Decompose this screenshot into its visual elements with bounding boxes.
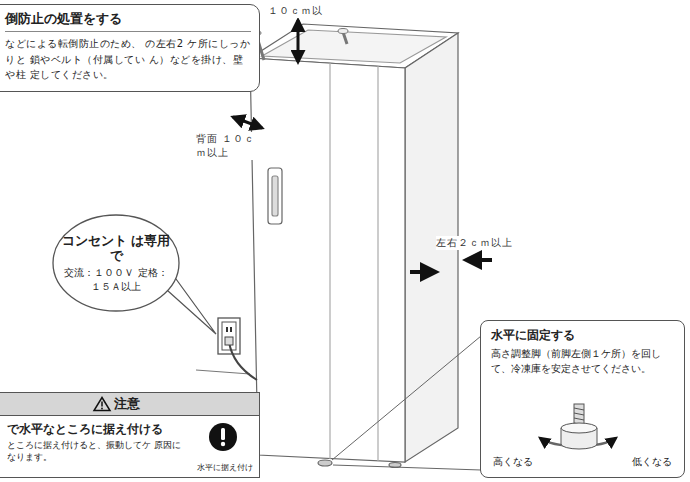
level-heading: 水平に固定する <box>491 327 674 344</box>
level-box: 水平に固定する高さ調整脚（前脚左側１ケ所）を回して、冷凍庫を安定させてください。… <box>480 320 685 478</box>
warning-heading: で水平なところに据え付ける <box>7 422 189 437</box>
adjuster-detail <box>540 404 616 449</box>
leader-line <box>332 336 481 460</box>
warning-box: 注意で水平なところに据え付けるところに据え付けると、振動してケ 原因になります。… <box>0 392 260 478</box>
warning-triangle <box>94 398 110 411</box>
door-seam <box>329 63 330 459</box>
top-clearance-arrow <box>297 20 300 62</box>
warning-body: ところに据え付けると、振動してケ 原因になります。 <box>7 439 189 463</box>
back-clearance-arrow <box>233 117 262 128</box>
mandatory-icon <box>209 423 237 451</box>
wall-line <box>196 370 250 374</box>
bubble-outline <box>52 214 180 312</box>
socket-slot <box>230 327 232 332</box>
icon-caption: 水平に据え付け <box>197 463 253 473</box>
dimension-label: 左右２ｃｍ以上 <box>436 236 526 250</box>
warning-title: 注意 <box>0 393 259 416</box>
caution-callout: 倒防止の処置をするなどによる転倒防止のため、 の左右2 ケ所にしっかりと 鎖やベ… <box>0 4 260 92</box>
exclamation-dot <box>221 442 225 446</box>
dimension-label: 背面 １０ｃｍ以上 <box>196 132 258 160</box>
freezer <box>250 24 458 468</box>
door-handle-grip <box>272 176 278 216</box>
dimension-label: １０ｃｍ以 <box>268 4 338 18</box>
power-cord <box>229 342 257 380</box>
exclamation-bar <box>221 428 225 440</box>
bubble-ellipse <box>53 215 179 311</box>
warning-dot <box>101 408 103 410</box>
callout-heading: 倒防止の処置をする <box>5 10 251 32</box>
outlet-bubble: コンセント は専用で交流：１００Ｖ 定格：１５Ａ以上 <box>52 214 180 312</box>
wall-outlet <box>218 318 240 354</box>
side-clearance-arrow <box>466 258 492 262</box>
door-seam <box>377 66 378 461</box>
level-body: 高さ調整脚（前脚左側１ケ所）を回して、冷凍庫を安定させてください。 <box>491 347 674 376</box>
bubble-heading: コンセント は専用で <box>60 233 172 263</box>
thread-lines <box>574 408 584 425</box>
rod-cap <box>338 29 348 34</box>
door-handle <box>268 168 282 224</box>
callout-body: などによる転倒防止のため、 の左右2 ケ所にしっかりと 鎖やベルト（付属してい … <box>5 36 251 83</box>
rotate-label: 高くなる <box>493 455 533 469</box>
adjuster-foot <box>318 460 332 466</box>
adjuster-nut-top <box>561 423 597 433</box>
leader-line <box>333 465 481 470</box>
freezer-front <box>250 58 405 462</box>
bubble-body: 交流：１００Ｖ 定格：１５Ａ以上 <box>60 266 172 293</box>
side-clearance-arrow <box>410 270 436 274</box>
anchor-rods <box>256 32 347 60</box>
warning-mark <box>101 402 103 407</box>
socket-slot <box>226 327 228 332</box>
plug <box>225 337 233 345</box>
freezer-top-rim <box>262 30 446 63</box>
rotate-label: 低くなる <box>632 455 672 469</box>
